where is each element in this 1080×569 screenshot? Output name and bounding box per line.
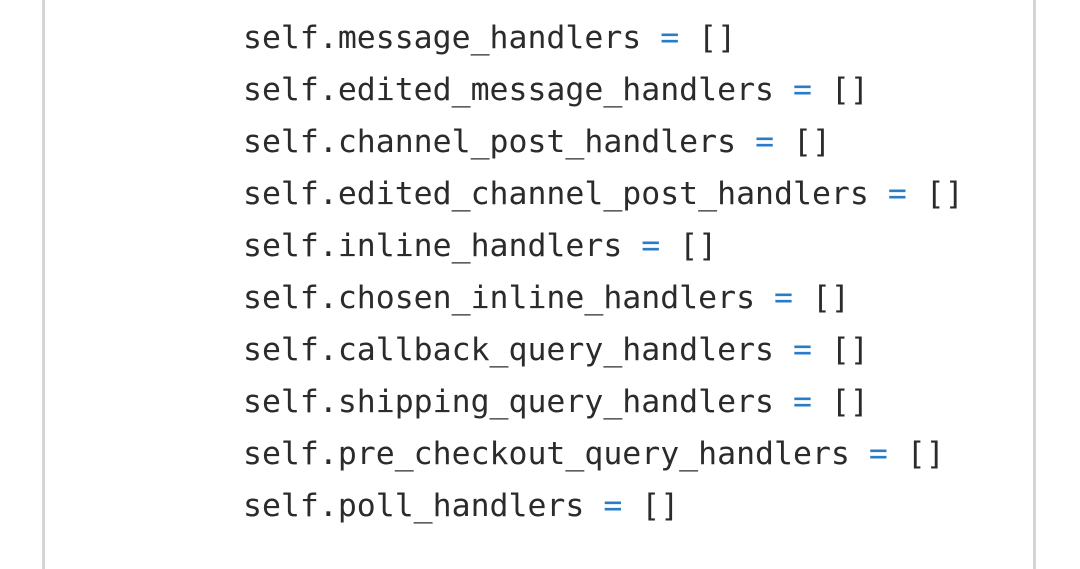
code-value: [] <box>830 384 869 420</box>
assign-operator: = <box>868 436 888 472</box>
code-target: self.channel_post_handlers <box>243 124 737 160</box>
code-line: self.channel_post_handlers = [] <box>243 116 964 168</box>
assign-operator: = <box>792 72 812 108</box>
code-value: [] <box>906 436 945 472</box>
code-value: [] <box>811 280 850 316</box>
assign-operator: = <box>792 332 812 368</box>
code-target: self.edited_channel_post_handlers <box>243 176 869 212</box>
assign-operator: = <box>641 228 661 264</box>
code-value: [] <box>830 332 869 368</box>
code-panel: self.message_handlers = []self.edited_me… <box>42 0 1036 569</box>
code-line: self.chosen_inline_handlers = [] <box>243 272 964 324</box>
code-line: self.inline_handlers = [] <box>243 220 964 272</box>
assign-operator: = <box>774 280 793 316</box>
assign-operator: = <box>792 384 812 420</box>
code-target: self.inline_handlers <box>243 228 623 264</box>
code-value: [] <box>679 228 718 264</box>
assign-operator: = <box>660 20 680 56</box>
code-block[interactable]: self.message_handlers = []self.edited_me… <box>243 12 964 532</box>
code-target: self.callback_query_handlers <box>243 332 775 368</box>
code-target: self.poll_handlers <box>243 488 585 524</box>
code-target: self.edited_message_handlers <box>243 72 775 108</box>
code-value: [] <box>830 72 869 108</box>
code-line: self.callback_query_handlers = [] <box>243 324 964 376</box>
code-value: [] <box>641 488 680 524</box>
code-value: [] <box>698 20 737 56</box>
code-target: self.pre_checkout_query_handlers <box>243 436 850 472</box>
code-line: self.edited_message_handlers = [] <box>243 64 964 116</box>
code-target: self.chosen_inline_handlers <box>243 280 756 316</box>
code-line: self.edited_channel_post_handlers = [] <box>243 168 964 220</box>
code-line: self.poll_handlers = [] <box>243 480 964 532</box>
code-value: [] <box>925 176 964 212</box>
code-line: self.shipping_query_handlers = [] <box>243 376 964 428</box>
assign-operator: = <box>603 488 623 524</box>
code-target: self.message_handlers <box>243 20 642 56</box>
assign-operator: = <box>755 124 775 160</box>
code-value: [] <box>793 124 831 160</box>
assign-operator: = <box>887 176 907 212</box>
code-line: self.pre_checkout_query_handlers = [] <box>243 428 964 480</box>
code-line: self.message_handlers = [] <box>243 12 964 64</box>
code-target: self.shipping_query_handlers <box>243 384 775 420</box>
